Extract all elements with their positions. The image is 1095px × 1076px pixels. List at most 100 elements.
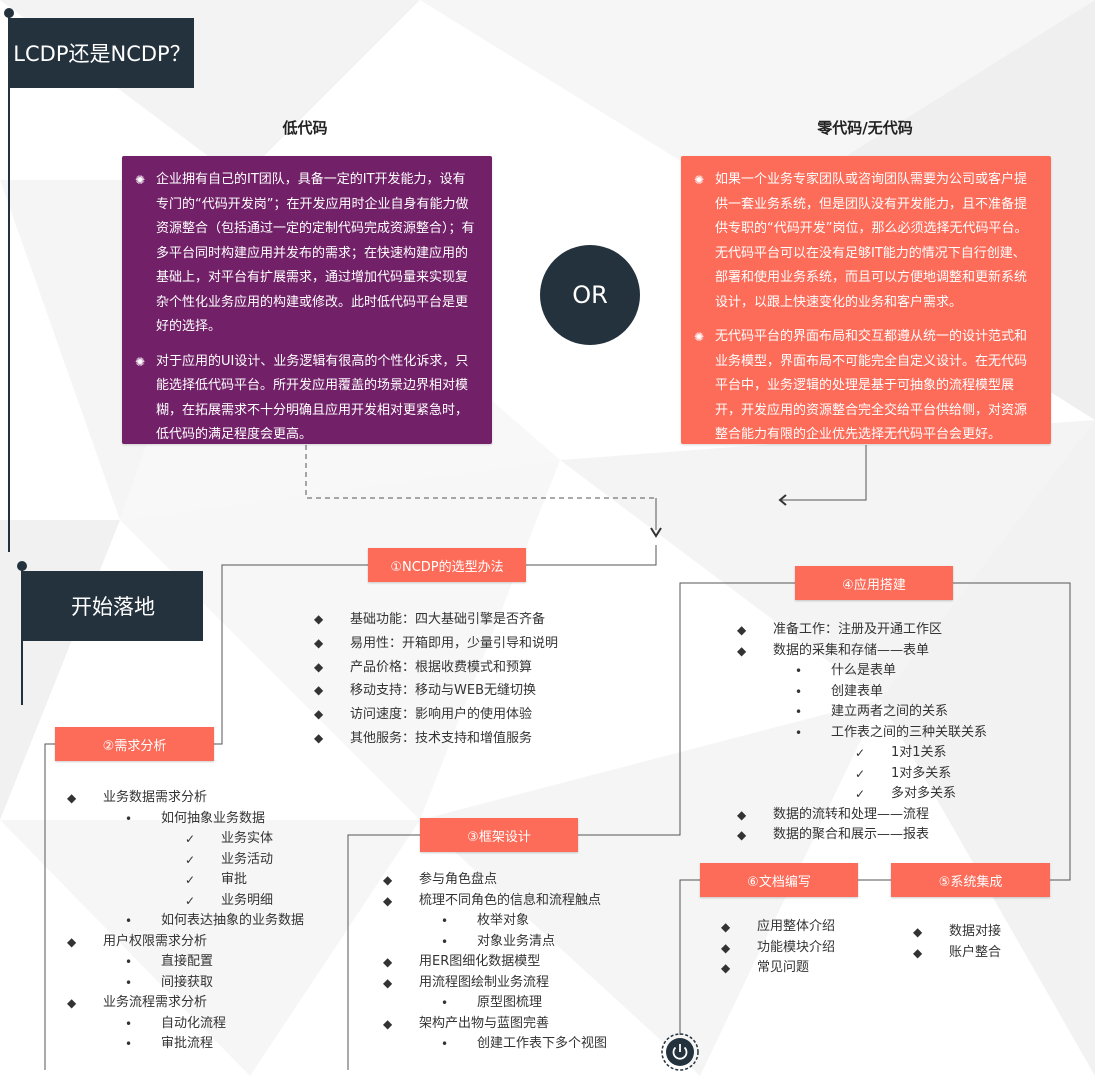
- sparkle-icon: ✺: [694, 330, 705, 344]
- diamond-bullet-icon: ◆: [314, 707, 324, 722]
- arrow-left-icon: [778, 494, 787, 506]
- list-item-text: 1对1关系: [891, 745, 947, 760]
- list-item-text: 账户整合: [949, 944, 1002, 960]
- diamond-bullet-icon: ◆: [314, 659, 324, 674]
- diamond-bullet-icon: ◆: [913, 945, 923, 960]
- low-code-card: ✺ 企业拥有自己的IT团队，具备一定的IT开发能力，设有专门的“代码开发岗”；在开…: [122, 156, 492, 444]
- diamond-bullet-icon: ◆: [67, 996, 77, 1010]
- list-item-text: 架构产出物与蓝图完善: [419, 1015, 550, 1031]
- step3-tag: ③框架设计: [420, 818, 578, 852]
- flag2-pole: [21, 565, 23, 705]
- list-item-text: 移动支持：移动与WEB无缝切换: [350, 683, 536, 699]
- diamond-bullet-icon: ◆: [314, 683, 324, 698]
- list-item-text: 数据对接: [949, 924, 1002, 939]
- list-item-text: 应用整体介绍: [757, 919, 836, 934]
- step6-tag: ⑥文档编写: [700, 863, 858, 897]
- sparkle-icon: ✺: [135, 173, 146, 187]
- check-icon: ✓: [185, 893, 196, 908]
- arrow-down-icon: [650, 527, 662, 538]
- list-item-text: 用流程图绘制业务流程: [419, 974, 550, 990]
- diamond-bullet-icon: ◆: [737, 807, 747, 822]
- dot-bullet-icon: •: [795, 664, 803, 678]
- diamond-bullet-icon: ◆: [383, 873, 393, 887]
- list-item-text: 功能模块介绍: [757, 939, 836, 955]
- sparkle-icon: ✺: [694, 173, 705, 187]
- dot-bullet-icon: •: [441, 934, 449, 949]
- list-item-text: 对象业务清点: [477, 933, 556, 949]
- diamond-bullet-icon: ◆: [383, 955, 393, 969]
- diamond-bullet-icon: ◆: [721, 940, 731, 955]
- dot-bullet-icon: •: [125, 914, 133, 928]
- diamond-bullet-icon: ◆: [383, 893, 393, 908]
- diamond-bullet-icon: ◆: [913, 925, 923, 939]
- list-item-text: 如何表达抽象的业务数据: [161, 913, 305, 928]
- list-item-text: 易用性：开箱即用，少量引导和说明: [350, 635, 559, 651]
- diamond-bullet-icon: ◆: [721, 961, 731, 975]
- diamond-bullet-icon: ◆: [314, 635, 324, 650]
- list-item-text: 直接配置: [161, 954, 214, 969]
- dot-bullet-icon: •: [441, 996, 449, 1010]
- dot-bullet-icon: •: [441, 914, 449, 928]
- step1-tag: ①NCDP的选型办法: [368, 548, 526, 582]
- dot-bullet-icon: •: [795, 725, 803, 740]
- check-icon: ✓: [855, 766, 866, 781]
- diamond-bullet-icon: ◆: [737, 643, 747, 658]
- list-item-text: 用ER图细化数据模型: [419, 954, 541, 969]
- diamond-bullet-icon: ◆: [67, 791, 77, 805]
- dot-bullet-icon: •: [795, 684, 803, 699]
- list-item-text: 业务明细: [221, 892, 274, 908]
- list-item-text: 1对多关系: [891, 765, 952, 781]
- diamond-bullet-icon: ◆: [314, 612, 324, 626]
- list-item-text: 参与角色盘点: [419, 872, 498, 887]
- list-item-text: 产品价格：根据收费模式和预算: [350, 659, 533, 675]
- dot-bullet-icon: •: [125, 811, 133, 826]
- flag-pole: [8, 12, 10, 552]
- list-item-text: 业务活动: [221, 851, 274, 867]
- list-item-text: 数据的流转和处理——流程: [773, 806, 930, 822]
- dot-bullet-icon: •: [441, 1037, 449, 1051]
- list-item-text: 创建表单: [831, 683, 884, 699]
- or-circle: OR: [540, 245, 640, 345]
- check-icon: ✓: [855, 746, 866, 760]
- dot-bullet-icon: •: [795, 705, 803, 719]
- diamond-bullet-icon: ◆: [67, 934, 77, 949]
- list-item-text: 其他服务：技术支持和增值服务: [350, 730, 533, 746]
- list-item-text: 原型图梳理: [477, 995, 543, 1010]
- step2-tag: ②需求分析: [55, 727, 214, 761]
- dot-bullet-icon: •: [125, 975, 133, 990]
- diamond-bullet-icon: ◆: [314, 730, 324, 745]
- diamond-bullet-icon: ◆: [737, 828, 747, 842]
- step4-tag: ④应用搭建: [795, 566, 953, 600]
- check-icon: ✓: [185, 832, 196, 846]
- list-item-text: 审批: [221, 872, 248, 887]
- diamond-bullet-icon: ◆: [383, 975, 393, 990]
- diamond-bullet-icon: ◆: [721, 920, 731, 934]
- list-item-text: 业务实体: [221, 831, 274, 846]
- power-icon[interactable]: [660, 1032, 700, 1072]
- step5-tag: ⑤系统集成: [891, 863, 1050, 897]
- flag2-title: 开始落地: [23, 571, 203, 641]
- dot-bullet-icon: •: [125, 1037, 133, 1051]
- list-item-text: 数据的聚合和展示——报表: [773, 827, 930, 842]
- list-item-text: 准备工作：注册及开通工作区: [773, 622, 943, 637]
- list-item-text: 多对多关系: [891, 786, 957, 801]
- dot-bullet-icon: •: [125, 1016, 133, 1031]
- no-code-title: 零代码/无代码: [817, 119, 913, 137]
- no-code-point-2: 无代码平台的界面布局和交互都遵从统一的设计范式和业务模型，界面布局不可能完全自定…: [715, 329, 1028, 442]
- list-item-text: 如何抽象业务数据: [161, 810, 266, 826]
- list-item-text: 基础功能：四大基础引擎是否齐备: [350, 612, 546, 627]
- list-item-text: 业务流程需求分析: [103, 995, 208, 1010]
- no-code-point-1: 如果一个业务专家团队或咨询团队需要为公司或客户提供一套业务系统，但是团队没有开发…: [715, 172, 1028, 310]
- diamond-bullet-icon: ◆: [383, 1016, 393, 1031]
- list-item-text: 枚举对象: [477, 913, 530, 928]
- diamond-bullet-icon: ◆: [737, 623, 747, 637]
- dot-bullet-icon: •: [125, 955, 133, 969]
- list-item-text: 间接获取: [161, 974, 214, 990]
- low-code-point-1: 企业拥有自己的IT团队，具备一定的IT开发能力，设有专门的“代码开发岗”；在开发…: [156, 172, 475, 334]
- sparkle-icon: ✺: [135, 354, 146, 369]
- low-code-title: 低代码: [282, 119, 328, 137]
- check-icon: ✓: [855, 787, 866, 801]
- list-item-text: 数据的采集和存储——表单: [773, 642, 930, 658]
- list-item-text: 工作表之间的三种关联关系: [831, 724, 988, 740]
